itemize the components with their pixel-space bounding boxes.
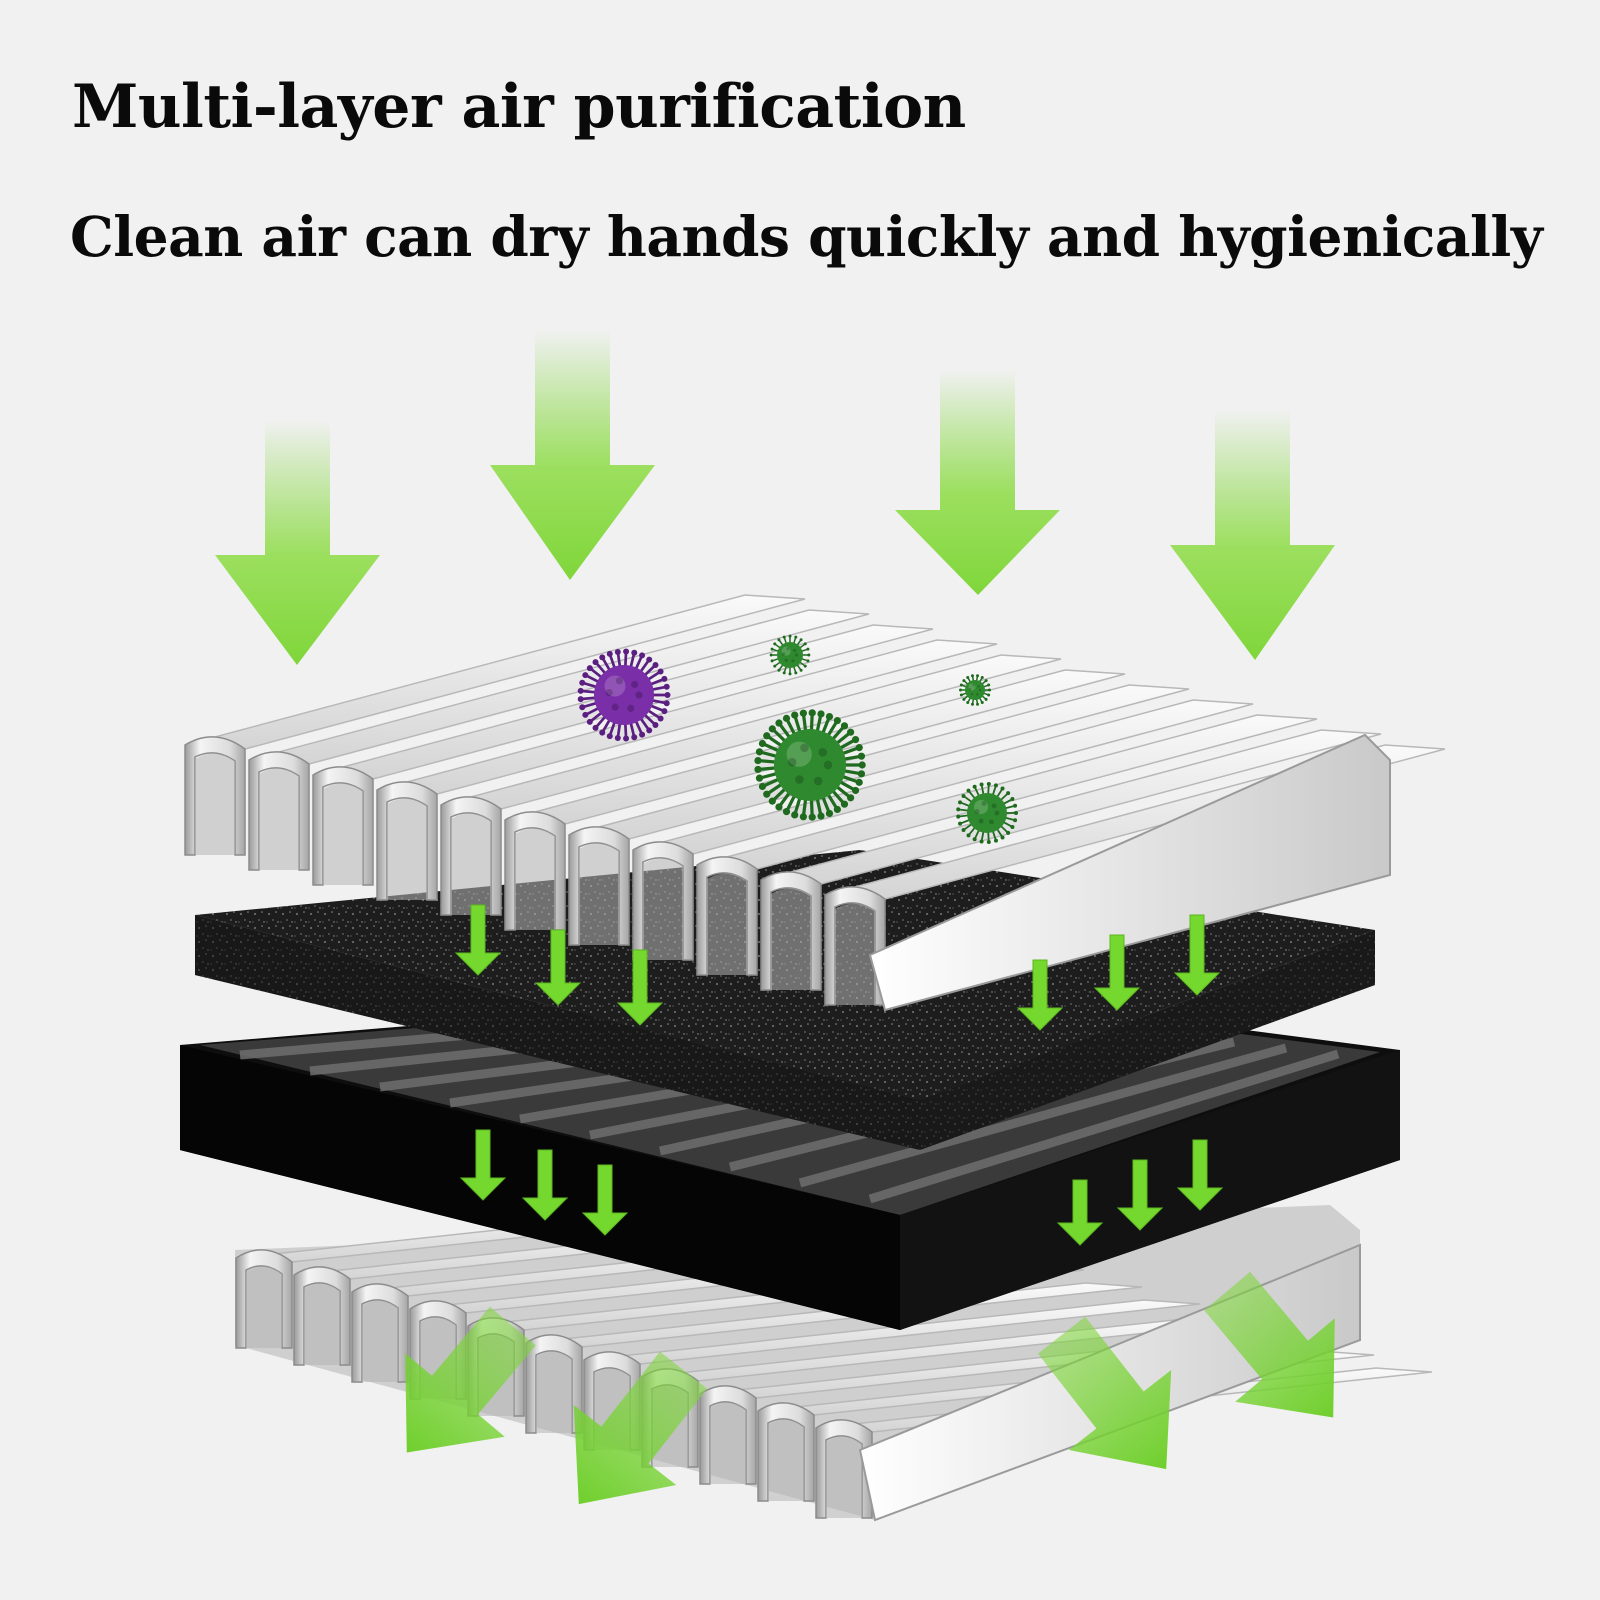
air-flow-arrow-icon bbox=[454, 904, 502, 976]
air-flow-arrow-icon bbox=[616, 949, 664, 1026]
pleat-shadow bbox=[304, 1283, 340, 1365]
pleat-shadow bbox=[835, 903, 875, 1005]
air-flow-arrow-icon bbox=[1016, 959, 1064, 1031]
filtered-airflow-arrows bbox=[454, 904, 1224, 1246]
pleat-shadow bbox=[643, 858, 683, 960]
air-flow-arrow-icon bbox=[521, 1149, 569, 1221]
air-flow-arrow-icon bbox=[1204, 1271, 1335, 1418]
pleat-shadow bbox=[323, 783, 363, 885]
pleat-shadow bbox=[771, 888, 811, 990]
air-flow-arrow-icon bbox=[581, 1164, 629, 1236]
pleat-shadow bbox=[451, 813, 491, 915]
headline-title: Multi-layer air purification bbox=[72, 72, 966, 142]
air-flow-arrow-icon bbox=[1173, 914, 1221, 996]
frame-rib bbox=[798, 1043, 1288, 1188]
air-flow-arrow-icon bbox=[1116, 1159, 1164, 1231]
pleat-shadow bbox=[536, 1351, 572, 1433]
air-flow-arrow-icon bbox=[534, 929, 582, 1006]
pleat-shadow bbox=[515, 828, 555, 930]
air-flow-arrow-icon bbox=[215, 420, 380, 665]
air-flow-arrow-icon bbox=[573, 1351, 708, 1505]
air-flow-arrow-icon bbox=[459, 1129, 507, 1201]
air-flow-arrow-icon bbox=[405, 1306, 536, 1453]
air-flow-arrow-icon bbox=[1037, 1316, 1172, 1470]
air-flow-arrow-icon bbox=[1093, 934, 1141, 1011]
pleat-shadow bbox=[259, 768, 299, 870]
trapped-germs bbox=[577, 634, 1018, 844]
air-flow-arrow-icon bbox=[1176, 1139, 1224, 1211]
pleat-shadow bbox=[387, 798, 427, 900]
pleat-shadow bbox=[710, 1402, 746, 1484]
air-flow-arrow-icon bbox=[1170, 410, 1335, 660]
pleat-shadow bbox=[707, 873, 747, 975]
virus-icon bbox=[754, 709, 866, 821]
headline-subtitle: Clean air can dry hands quickly and hygi… bbox=[70, 204, 1543, 269]
pleat-shadow bbox=[579, 843, 619, 945]
air-flow-arrow-icon bbox=[490, 330, 655, 580]
incoming-airflow-arrows bbox=[215, 330, 1335, 665]
air-flow-arrow-icon bbox=[1056, 1179, 1104, 1246]
pleat-shadow bbox=[826, 1436, 862, 1518]
pleat-shadow bbox=[246, 1266, 282, 1348]
virus-icon bbox=[769, 634, 811, 676]
virus-icon bbox=[959, 674, 991, 706]
outgoing-airflow-arrows bbox=[405, 1271, 1335, 1505]
virus-icon bbox=[956, 782, 1018, 844]
pleat-shadow bbox=[362, 1300, 398, 1382]
frame-rib bbox=[868, 1049, 1340, 1204]
pleat-shadow bbox=[768, 1419, 804, 1501]
pleat-shadow bbox=[195, 753, 235, 855]
air-flow-arrow-icon bbox=[895, 370, 1060, 595]
virus-icon bbox=[577, 648, 671, 742]
